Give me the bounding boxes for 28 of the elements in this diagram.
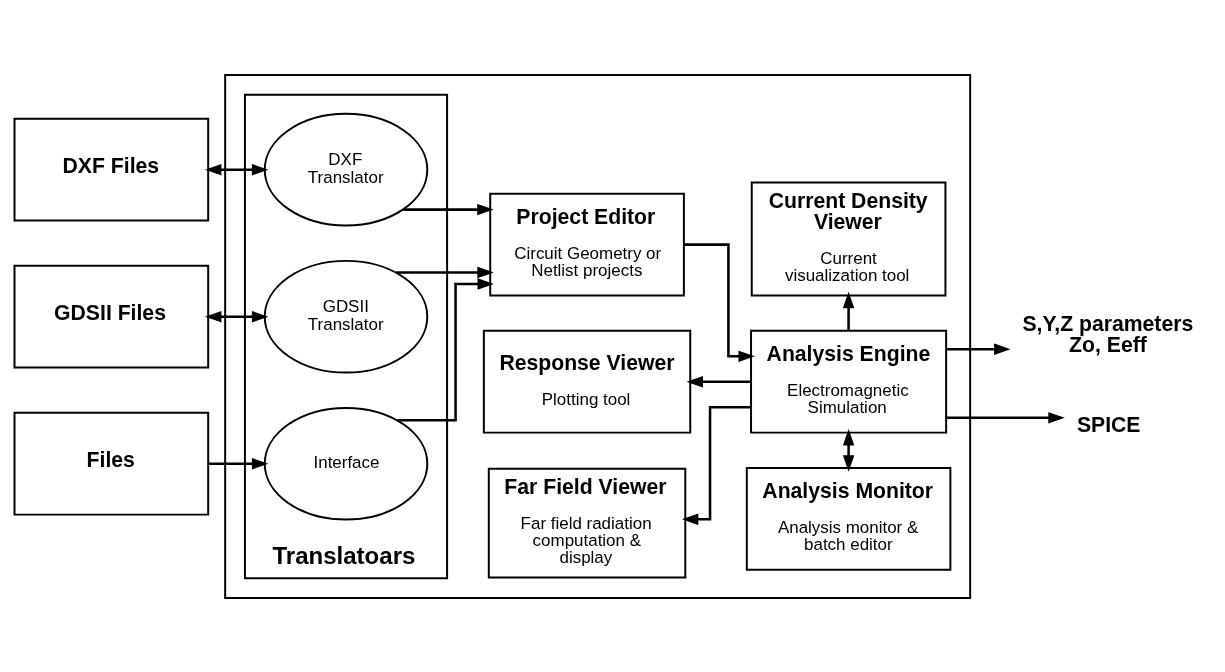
arrow	[842, 291, 855, 331]
node-text: S,Y,Z parameters Zo, Eeff	[1022, 311, 1194, 356]
node-ellipse: DXF Translator	[263, 112, 429, 226]
arrow	[684, 242, 755, 362]
arrow	[946, 411, 1065, 424]
arrow	[403, 203, 494, 215]
node-box: DXF Files	[13, 117, 210, 222]
node-box: Project Editor Circuit Geometry or Netlist projects	[489, 192, 685, 296]
node-ellipse: GDSII Translator	[263, 259, 429, 374]
cluster	[224, 73, 972, 599]
arrow	[205, 163, 269, 175]
arrow	[686, 375, 751, 387]
node-box: Response Viewer Plotting tool	[482, 329, 692, 434]
arrow	[842, 428, 855, 472]
node-box: Analysis Monitor Analysis monitor & batch editor	[745, 466, 952, 571]
node-text: SPICE	[1076, 412, 1141, 436]
arrow	[397, 277, 494, 422]
node-box: Files	[13, 411, 210, 516]
node-box: Analysis Engine Electromagnetic Simulation	[750, 329, 948, 434]
arrow	[681, 405, 751, 525]
node-box: Far Field Viewer Far field radiation computation & display	[487, 467, 687, 579]
node-box: GDSII Files	[13, 264, 210, 369]
arrow	[208, 457, 269, 469]
arrow	[205, 310, 269, 322]
node-box: Current Density Viewer Current visualization tool	[750, 180, 947, 296]
arrow	[946, 342, 1011, 355]
node-ellipse: Interface	[263, 406, 429, 521]
arrow	[395, 266, 494, 278]
